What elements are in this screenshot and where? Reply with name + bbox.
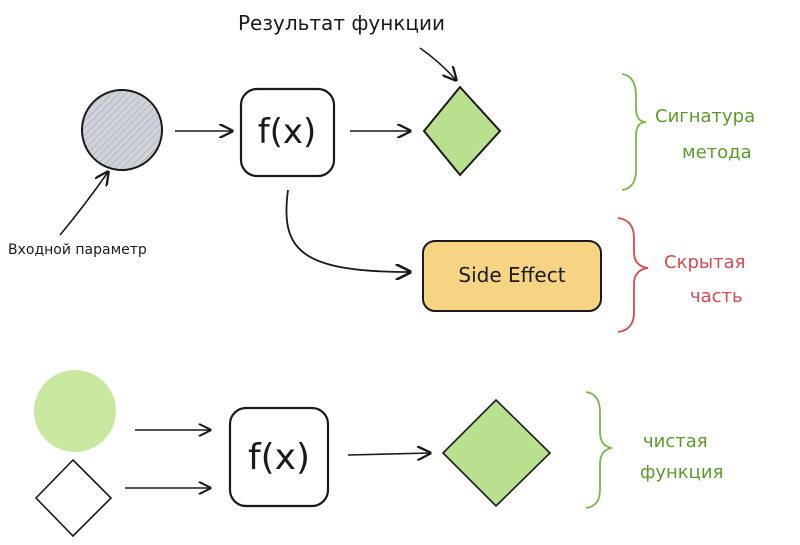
signature-label-line1: Сигнатура xyxy=(655,106,755,127)
input-diamond-white xyxy=(34,458,113,538)
input-parameter-label: Входной параметр xyxy=(8,242,147,258)
input-parameter-circle xyxy=(81,89,163,171)
result-diamond-bottom xyxy=(441,398,552,508)
arrow-function-to-result-bottom xyxy=(347,453,430,455)
signature-label-line2: метода xyxy=(682,142,752,163)
side-effect-label: Side Effect xyxy=(458,263,565,287)
input-circle-green xyxy=(34,370,116,452)
function-box-top xyxy=(239,87,336,178)
input-parameter-pointer-arrow xyxy=(59,172,108,236)
pure-function-brace xyxy=(585,391,613,509)
result-label: Результат функции xyxy=(238,11,445,35)
arrow-function-to-side-effect xyxy=(285,189,410,272)
hidden-part-label-line1: Скрытая xyxy=(664,252,745,273)
hidden-part-label-line2: часть xyxy=(690,286,743,307)
result-diamond-top xyxy=(422,85,502,177)
function-label-bottom: f(x) xyxy=(248,437,310,478)
function-label-top: f(x) xyxy=(258,112,317,152)
side-effect-box xyxy=(422,240,602,312)
signature-brace xyxy=(621,73,647,191)
pure-function-label-line1: чистая xyxy=(643,431,708,452)
function-box-bottom xyxy=(228,406,330,508)
hidden-part-brace xyxy=(617,217,649,333)
pure-function-label-line2: функция xyxy=(640,462,723,483)
result-pointer-arrow xyxy=(419,47,456,80)
